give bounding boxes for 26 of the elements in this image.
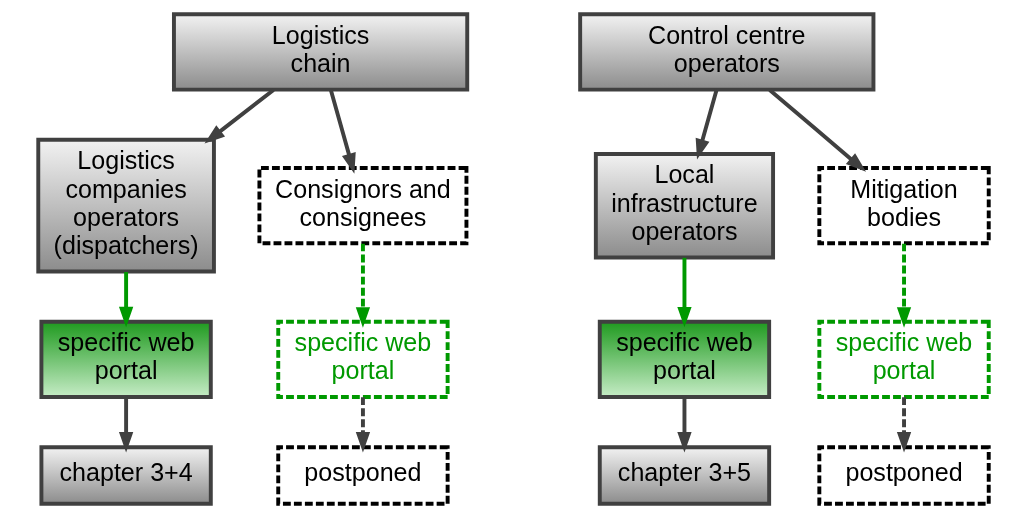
node-box: specific web portal bbox=[275, 319, 450, 399]
arrow bbox=[355, 397, 370, 453]
arrow bbox=[118, 271, 133, 328]
node-box: Logistics companies operators (dispatchers) bbox=[35, 137, 216, 274]
node-box: chapter 3+4 bbox=[38, 445, 213, 506]
arrow bbox=[695, 89, 718, 160]
node-box: specific web portal bbox=[816, 319, 991, 399]
node-box: Logistics chain bbox=[171, 12, 469, 92]
node-box: specific web portal bbox=[597, 319, 771, 399]
arrow bbox=[355, 243, 370, 328]
arrow bbox=[767, 88, 866, 172]
arrow bbox=[676, 257, 692, 328]
arrow bbox=[676, 397, 692, 453]
node-box: Consignors and consignees bbox=[256, 166, 468, 246]
node-box: postponed bbox=[275, 445, 450, 506]
arrow bbox=[204, 88, 275, 144]
node-box: Control centre operators bbox=[577, 12, 875, 92]
arrow bbox=[896, 397, 911, 453]
node-box: Local infrastructure operators bbox=[593, 151, 775, 260]
node-box: postponed bbox=[816, 445, 991, 506]
arrow bbox=[118, 397, 133, 453]
node-box: Mitigation bodies bbox=[816, 166, 991, 246]
node-box: specific web portal bbox=[38, 319, 213, 399]
arrow bbox=[896, 243, 911, 328]
node-box: chapter 3+5 bbox=[597, 445, 771, 506]
arrow bbox=[328, 89, 356, 174]
